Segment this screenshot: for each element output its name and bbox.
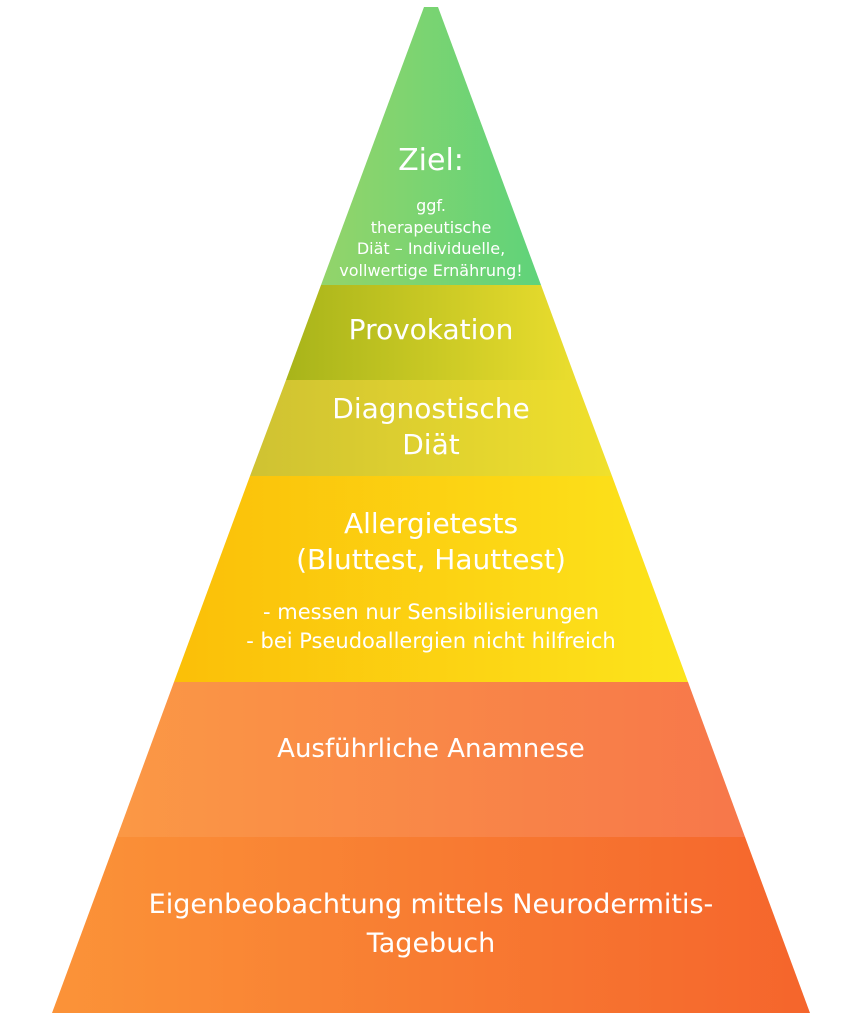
level-provokation <box>286 285 576 380</box>
level-allergietests <box>174 476 688 682</box>
level-diagnostische-diaet <box>250 380 612 476</box>
level-anamnese <box>117 682 745 837</box>
level-ziel <box>321 7 541 285</box>
level-eigenbeobachtung <box>52 837 810 1013</box>
